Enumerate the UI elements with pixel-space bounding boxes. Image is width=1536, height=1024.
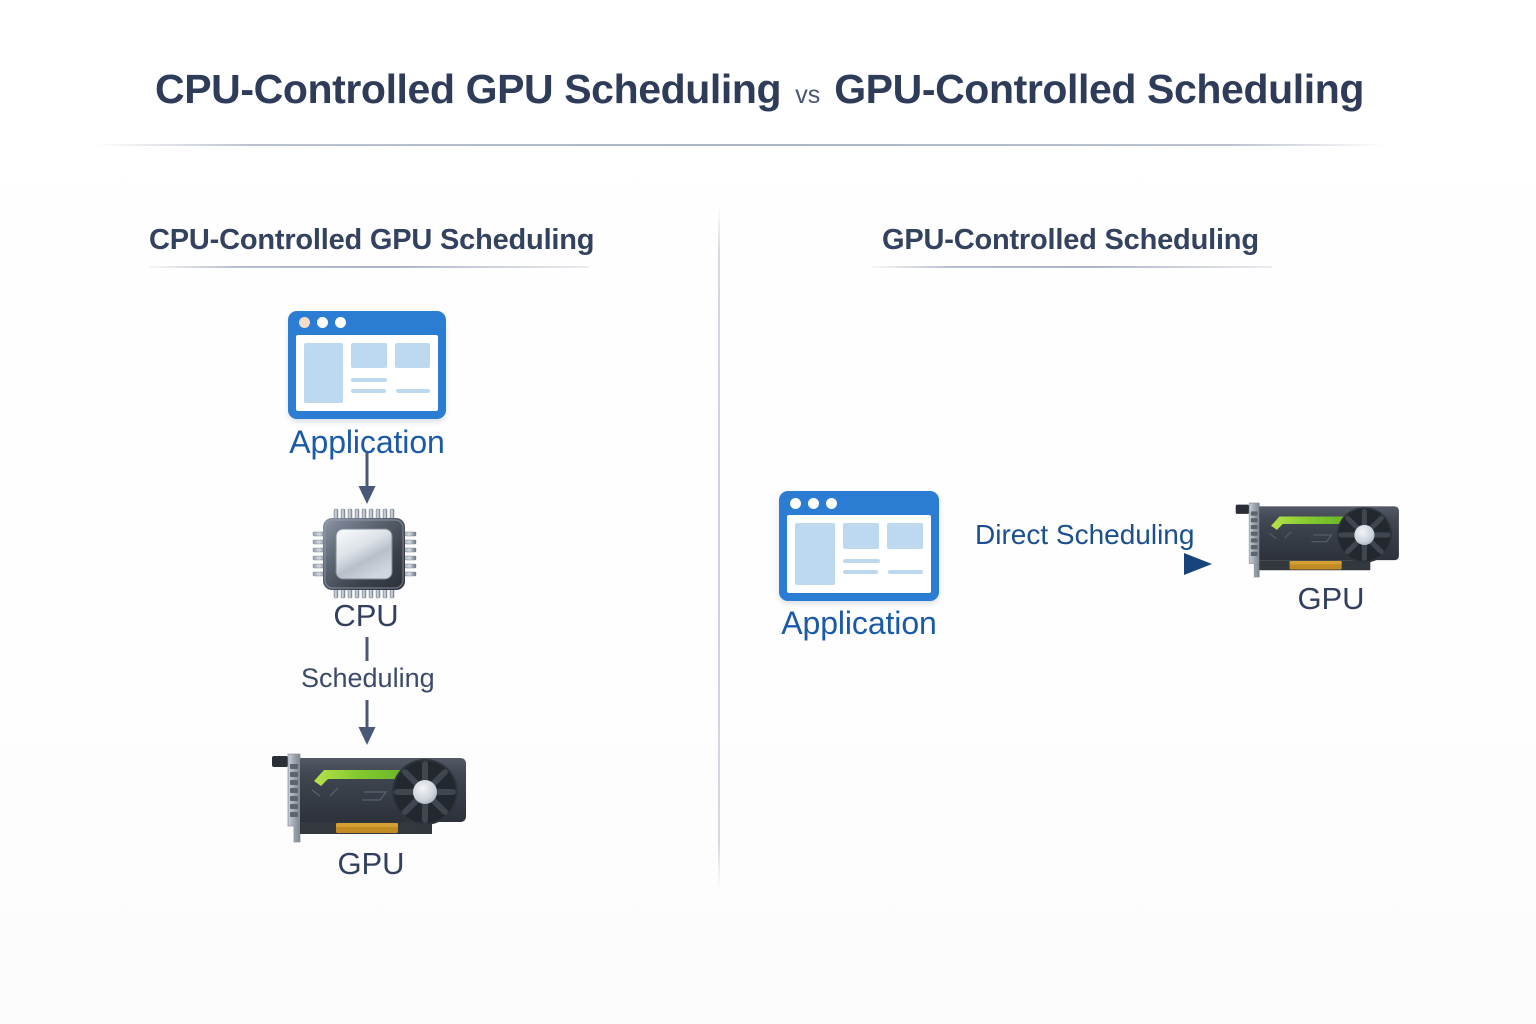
app-window-card-1 [842, 523, 879, 550]
left-gpu-node[interactable]: GPU [264, 748, 478, 881]
app-window-line-row [351, 389, 431, 394]
application-window-icon [779, 491, 939, 601]
app-window-line-2 [351, 389, 386, 394]
right-panel-heading-rule [872, 266, 1272, 268]
app-window-card-2 [394, 342, 431, 369]
app-window-dot-1 [299, 317, 310, 329]
app-window-content [296, 334, 438, 411]
app-window-line-row [842, 570, 924, 575]
direct-scheduling-label: Direct Scheduling [975, 519, 1195, 550]
cpu-chip-icon [312, 508, 417, 599]
app-window-line-3 [395, 389, 431, 394]
app-window-line-3 [887, 570, 924, 575]
app-window-line-1 [842, 559, 880, 564]
left-panel-heading: CPU-Controlled GPU Scheduling [149, 224, 595, 256]
title-vs-separator: vs [795, 81, 821, 109]
right-gpu-node[interactable]: GPU [1229, 497, 1409, 616]
right-gpu-label: GPU [1297, 581, 1365, 616]
panel-divider [718, 205, 720, 890]
gpu-card-icon [272, 753, 466, 843]
app-window-sidebar-block [304, 342, 344, 403]
app-window-content [787, 515, 931, 593]
app-window-card-2 [886, 523, 924, 550]
left-cpu-label: CPU [333, 598, 399, 633]
left-cpu-node[interactable]: CPU [310, 505, 422, 633]
title-right-part: GPU-Controlled Scheduling [834, 66, 1365, 112]
app-window-card-row [351, 342, 431, 369]
app-window-line-group [351, 375, 431, 403]
left-panel-heading-rule [149, 266, 589, 268]
gpu-card-icon [1235, 502, 1399, 578]
app-window-line-1 [351, 378, 388, 383]
app-window-dot-3 [335, 317, 346, 329]
title-left-part: CPU-Controlled GPU Scheduling [155, 66, 782, 112]
app-window-line-2 [842, 570, 878, 575]
app-window-main-area [351, 342, 431, 403]
app-window-main-area [842, 523, 924, 585]
scheduling-connector-label: Scheduling [301, 663, 435, 693]
header-divider-rule [95, 144, 1385, 146]
arrow-cpu-to-gpu [358, 700, 376, 745]
right-application-label: Application [781, 605, 937, 641]
app-window-titlebar [288, 311, 446, 335]
app-window-sidebar-block [795, 523, 835, 585]
connector-cpu-stub [365, 637, 369, 661]
right-panel-heading: GPU-Controlled Scheduling [882, 224, 1259, 256]
app-window-dot-2 [317, 317, 328, 329]
app-window-line-group [842, 556, 924, 585]
app-window-titlebar [779, 491, 939, 515]
app-window-dot-3 [826, 497, 837, 509]
app-window-card-1 [351, 342, 387, 369]
left-gpu-label: GPU [337, 846, 405, 881]
page-title: CPU-Controlled GPU Scheduling vs GPU-Con… [155, 66, 1364, 113]
application-window-icon [288, 311, 446, 419]
app-window-dot-1 [790, 497, 801, 509]
app-window-card-row [842, 523, 924, 550]
arrow-application-to-cpu [358, 452, 376, 504]
arrow-application-to-gpu [962, 553, 1212, 575]
app-window-dot-2 [808, 497, 819, 509]
